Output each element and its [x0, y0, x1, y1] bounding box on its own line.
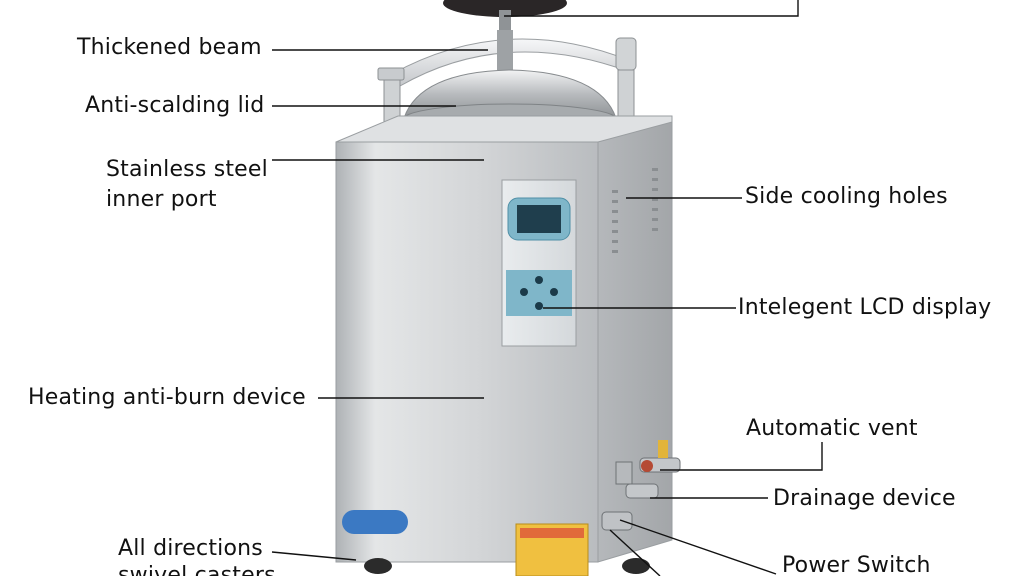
- label-thickened-beam: Thickened beam: [77, 35, 262, 60]
- label-lcd-display: Intelegent LCD display: [738, 295, 992, 320]
- cooling-holes: [612, 168, 658, 253]
- control-panel: [501, 179, 577, 347]
- casters: [364, 558, 650, 574]
- label-automatic-vent: Automatic vent: [746, 416, 918, 441]
- label-heating-anti-burn: Heating anti-burn device: [28, 385, 306, 410]
- label-all-directions-line2: swivel casters: [118, 563, 276, 576]
- label-power-switch: Power Switch: [782, 553, 931, 576]
- label-stainless-steel-line1: Stainless steel: [106, 157, 268, 182]
- label-side-cooling-holes: Side cooling holes: [745, 184, 948, 209]
- fittings: [601, 440, 681, 531]
- leader-lines: [271, 0, 823, 576]
- label-all-directions-line1: All directions: [118, 536, 263, 561]
- handwheel: [443, 0, 567, 34]
- label-stainless-steel-line2: inner port: [106, 187, 217, 212]
- label-anti-scalding-lid: Anti-scalding lid: [85, 93, 265, 118]
- label-drainage-device: Drainage device: [773, 486, 956, 511]
